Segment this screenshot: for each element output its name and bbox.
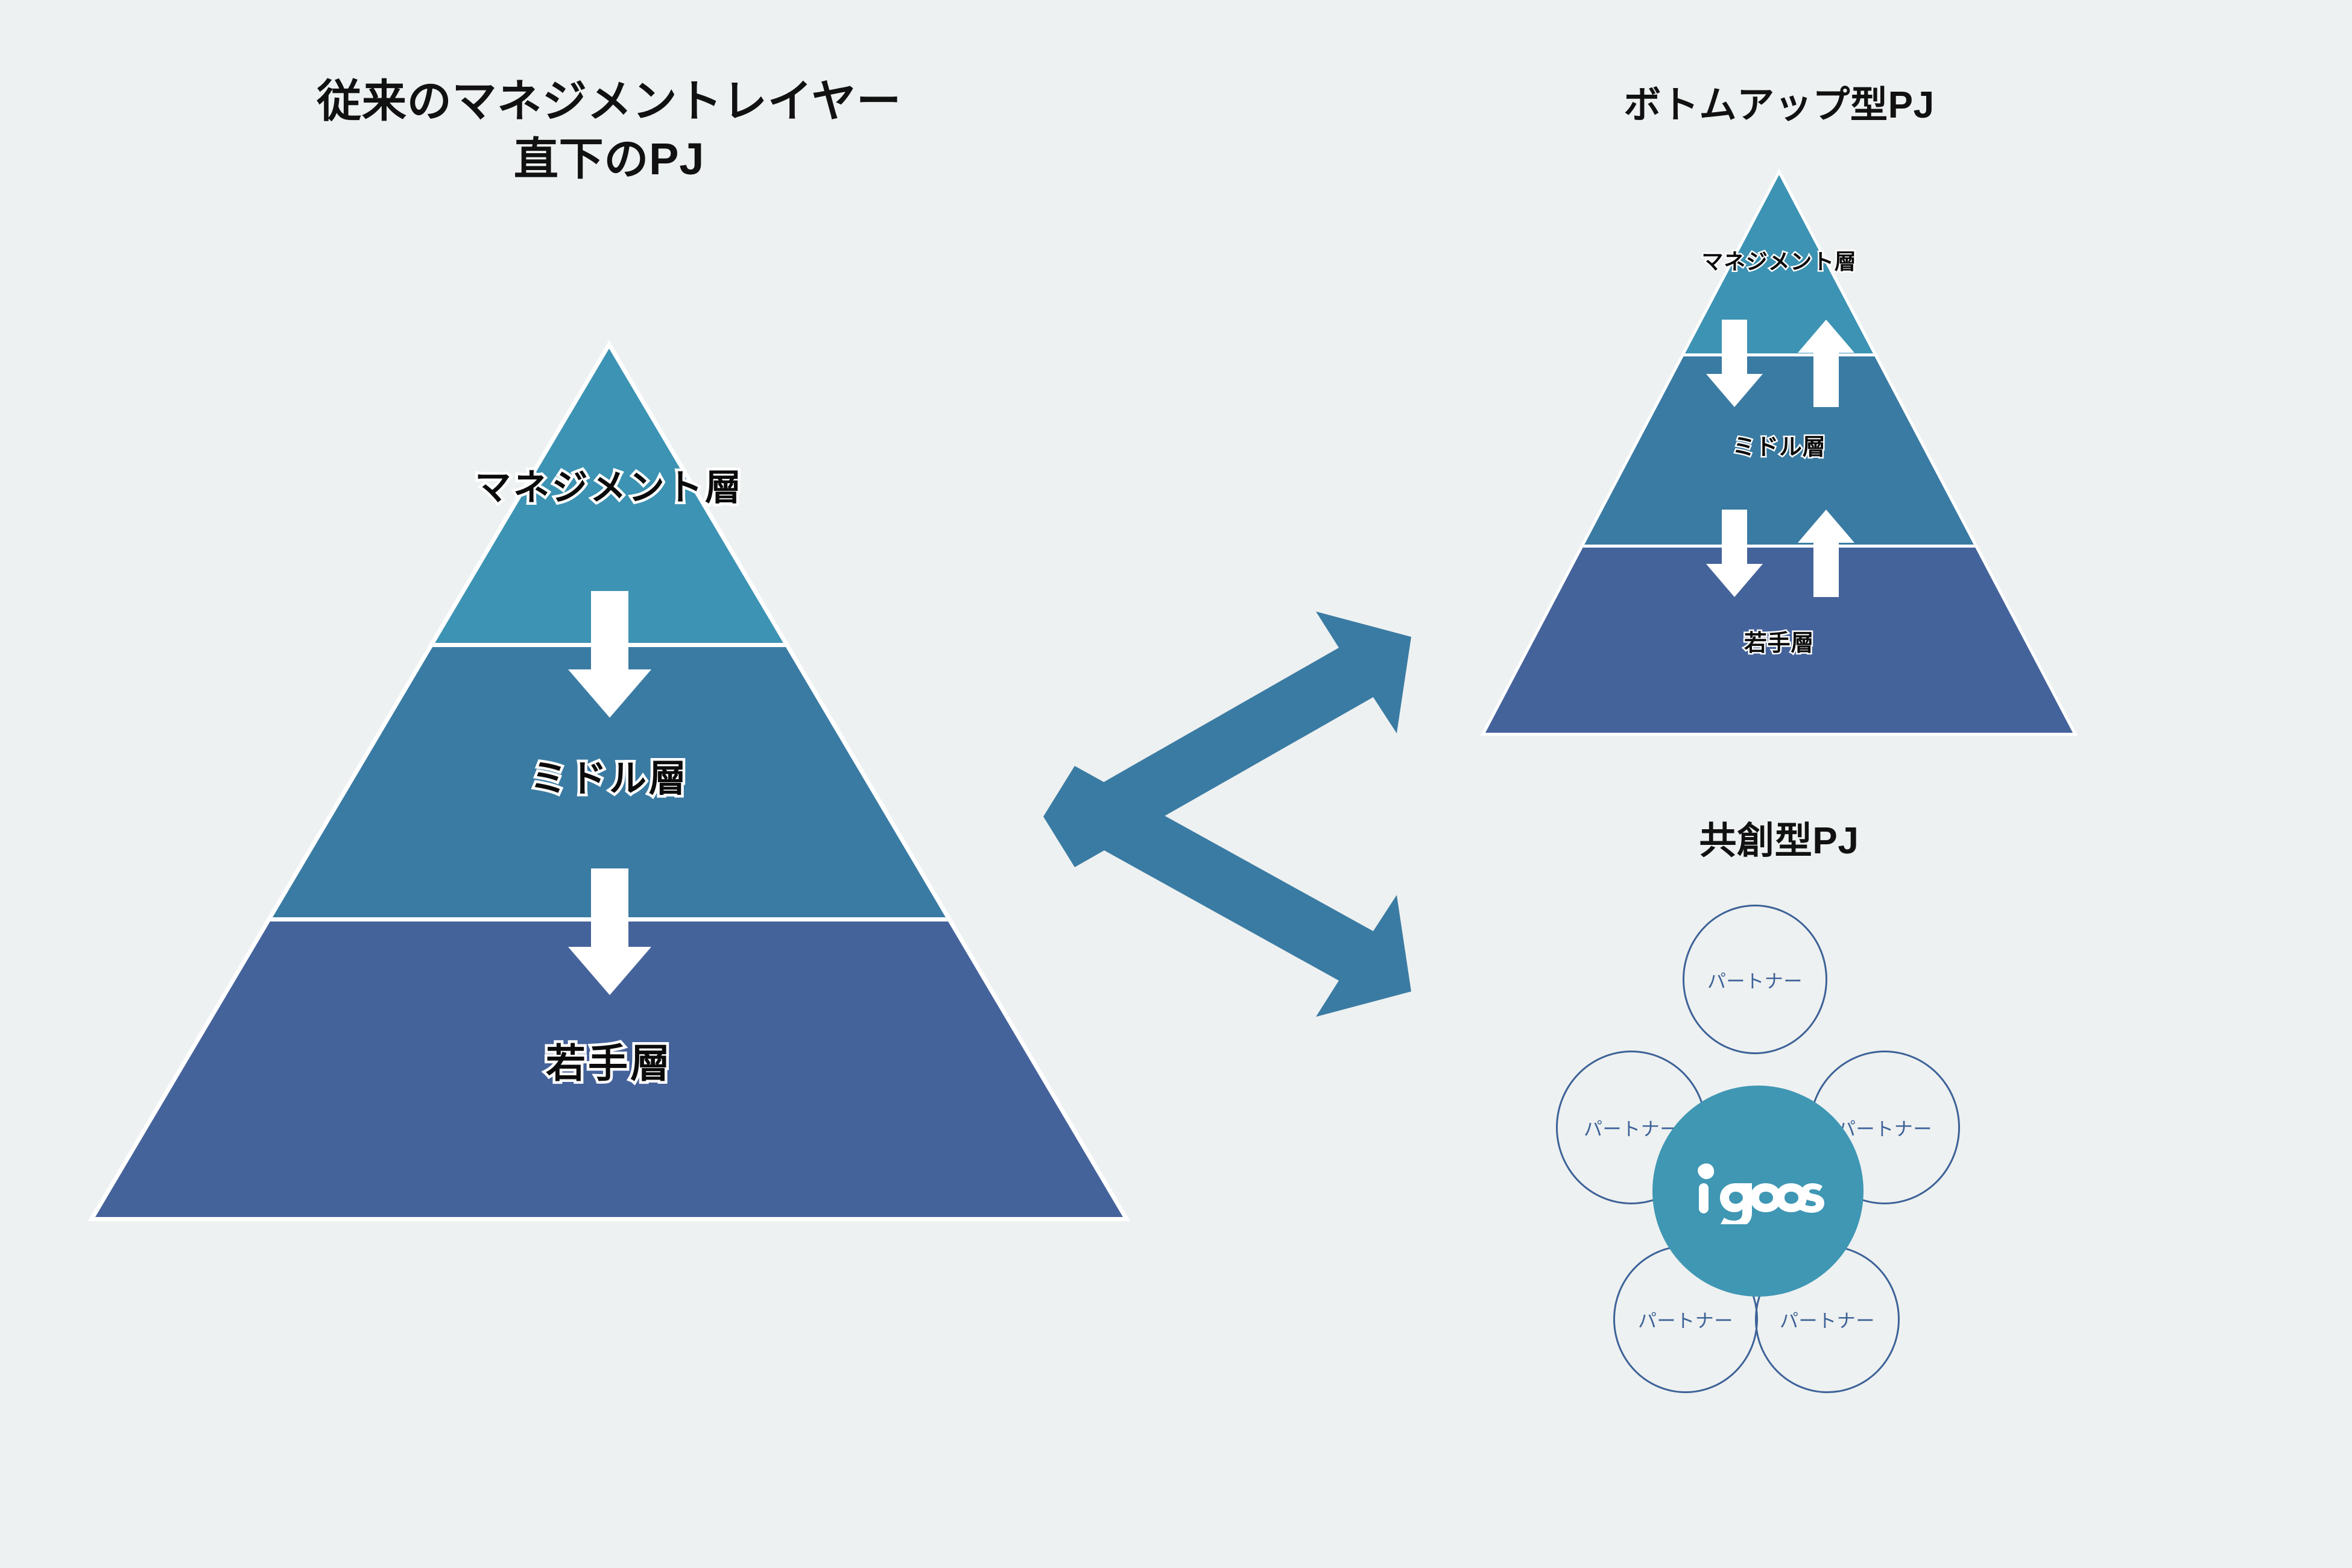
igoods-center-circle	[1652, 1086, 1864, 1297]
bottomup-band-young	[1485, 547, 2073, 733]
left-panel-title: 従来のマネジメントレイヤー 直下のPJ	[317, 76, 902, 185]
cocreation-panel-title: 共創型PJ	[1699, 820, 1859, 862]
left-layer-label-young: 若手層	[543, 1038, 673, 1089]
bottomup-arrow-down-lower	[1706, 510, 1763, 597]
branching-arrow-icon	[1043, 612, 1411, 1017]
partner-label: パートナー	[1583, 1119, 1680, 1140]
bottomup-layer-label-young: 若手層	[1742, 630, 1815, 658]
bottomup-panel-title: ボトムアップ型PJ	[1623, 84, 1935, 126]
partner-label: パートナー	[1707, 970, 1803, 992]
bottomup-pyramid	[1480, 168, 2078, 736]
bottomup-arrow-down-upper	[1706, 320, 1763, 407]
igoods-logo-icon	[1698, 1163, 1824, 1224]
arrow-down-middle-to-young	[568, 868, 651, 995]
bottomup-arrow-up-upper	[1798, 320, 1854, 407]
cocreation-cluster: パートナー パートナー パートナー パートナー パートナー	[1472, 905, 2111, 1514]
partner-circle-top: パートナー	[1683, 905, 1827, 1054]
bottomup-arrow-up-lower	[1798, 510, 1854, 597]
left-layer-label-management: マネジメント層	[472, 465, 744, 511]
left-layer-label-middle: ミドル層	[527, 756, 689, 803]
arrow-down-management-to-middle	[568, 591, 651, 718]
bottomup-layer-label-management: マネジメント層	[1700, 248, 1857, 276]
bottomup-divider-2	[1485, 545, 2073, 548]
bottomup-layer-label-middle: ミドル層	[1731, 434, 1827, 462]
partner-label: パートナー	[1779, 1310, 1876, 1332]
conventional-management-pyramid	[87, 340, 1131, 1221]
partner-label: パートナー	[1637, 1310, 1734, 1332]
branch-arrow-down	[1043, 766, 1411, 1017]
bottomup-divider-1	[1485, 353, 2073, 356]
partner-label: パートナー	[1836, 1119, 1933, 1140]
